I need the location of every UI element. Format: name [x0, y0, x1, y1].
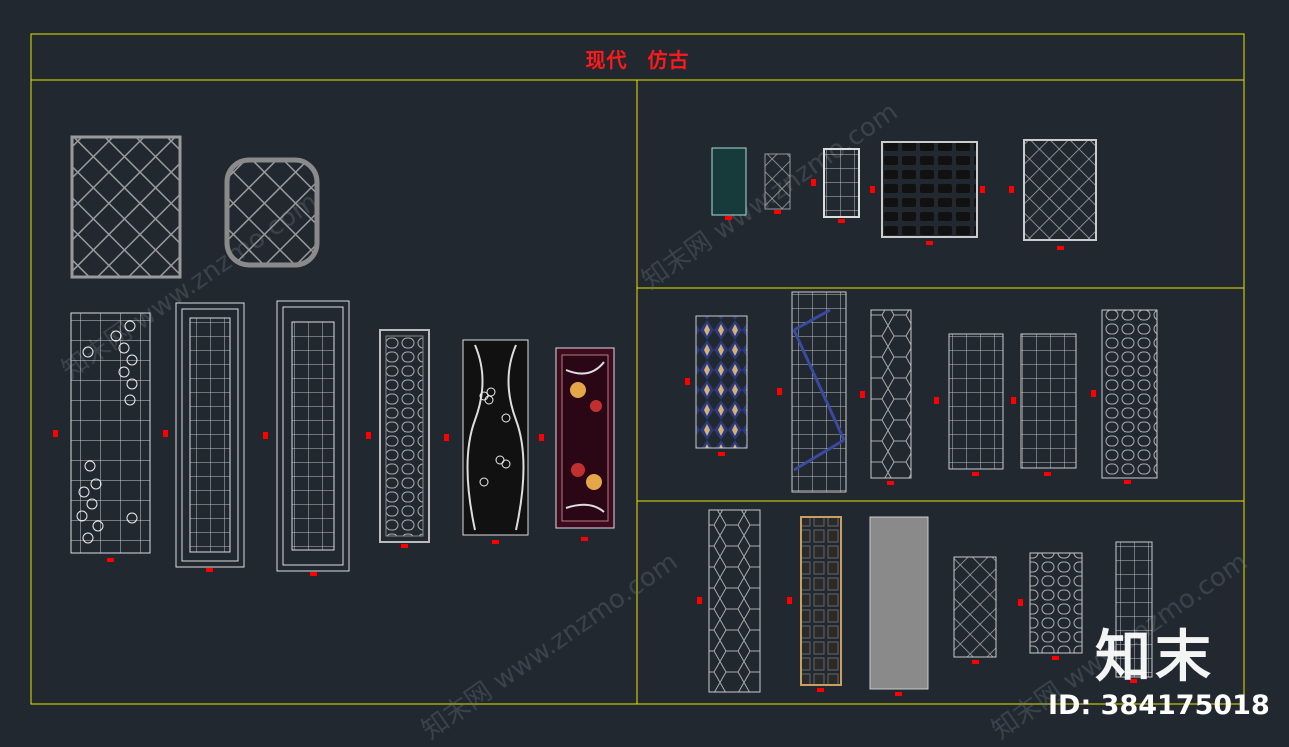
screen-hexagon — [708, 509, 761, 693]
screen-lines — [1020, 333, 1077, 469]
panel-frame-1 — [175, 302, 245, 568]
screen-lattice — [1023, 139, 1097, 241]
watermark-brand: 知末 — [1095, 625, 1215, 690]
lattice-rounded — [224, 157, 320, 268]
panel-middle-right — [695, 291, 1158, 493]
screen-solid — [869, 516, 929, 690]
lattice-square — [70, 135, 182, 279]
screen-oval-grid — [1029, 552, 1083, 654]
screen-narrow — [1115, 541, 1153, 678]
outer-frame — [30, 33, 1245, 705]
screen-stripes — [711, 147, 747, 216]
drawing-title: 现代 仿古 — [31, 36, 1244, 80]
screen-dark-grid — [881, 141, 978, 238]
watermark-id: ID: 384175018 — [1048, 690, 1270, 721]
panel-grid-hex — [70, 312, 151, 554]
screen-window — [823, 148, 860, 218]
panel-frame-2 — [276, 300, 350, 572]
screen-ink — [948, 333, 1004, 470]
title-antique: 仿古 — [647, 47, 690, 72]
dimension-markers — [53, 179, 1137, 696]
panel-circles — [379, 329, 430, 543]
svg-text:知末网 www.znzmo.com: 知末网 www.znzmo.com — [417, 547, 683, 746]
screen-cross — [764, 153, 791, 210]
panel-left — [70, 135, 615, 572]
screen-diagonal-grid — [791, 291, 847, 493]
screen-ornament — [870, 309, 912, 479]
screen-brick — [800, 516, 842, 686]
panel-waves — [462, 339, 529, 536]
title-modern: 现代 — [585, 47, 628, 72]
screen-diamond — [695, 315, 748, 449]
panel-painted — [555, 347, 615, 529]
screen-chevron — [953, 556, 997, 658]
screen-baroque — [1101, 309, 1158, 479]
panel-bottom-right — [708, 509, 1153, 693]
panel-top-right — [711, 139, 1097, 241]
